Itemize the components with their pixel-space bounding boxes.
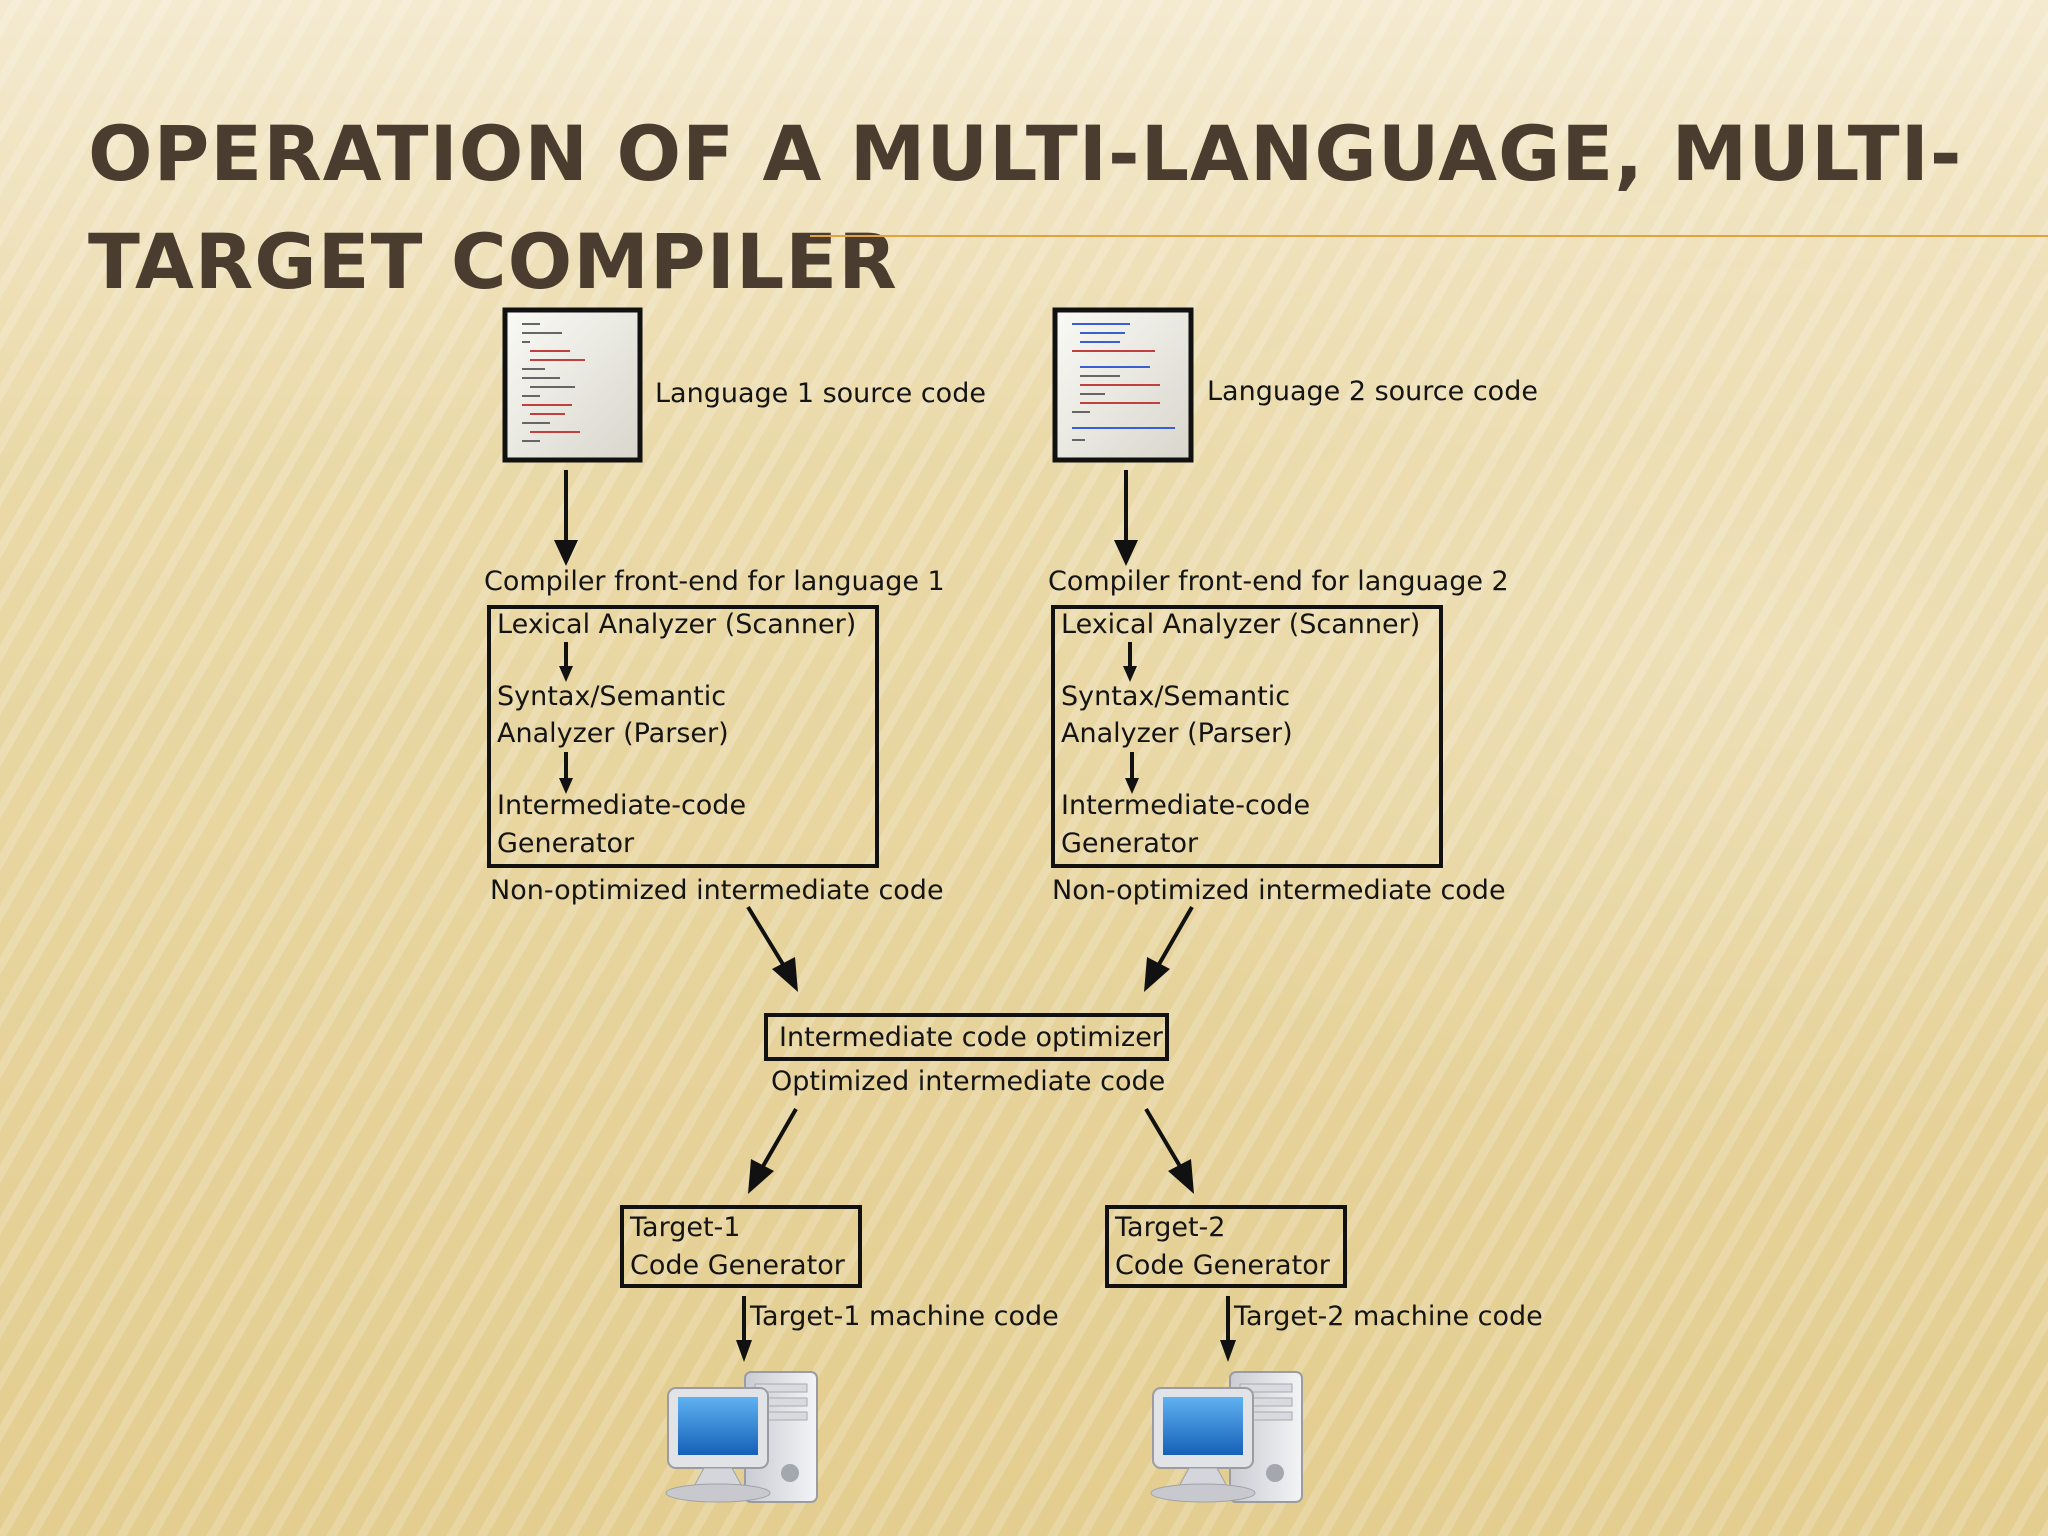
frontend2-label: Compiler front-end for language 2 <box>1048 566 1509 597</box>
optimizer-box: Intermediate code optimizer <box>764 1013 1169 1061</box>
arrowhead <box>559 778 573 794</box>
icg-label-line2: Generator <box>497 828 635 859</box>
arrowhead <box>1114 540 1138 566</box>
frontend2-box: Lexical Analyzer (Scanner) Syntax/Semant… <box>1051 605 1443 868</box>
source-code-document-icon <box>502 307 643 463</box>
target1-machine-code-label: Target-1 machine code <box>749 1301 1059 1332</box>
arrowhead <box>554 540 578 566</box>
arrow-frontend2-to-optimizer <box>1156 906 1194 967</box>
syntax-analyzer-label-line2: Analyzer (Parser) <box>497 718 729 749</box>
arrow-frontend1-to-optimizer <box>746 905 786 968</box>
nonopt-code-label-1: Non-optimized intermediate code <box>490 875 944 906</box>
icg-label-line1: Intermediate-code <box>497 790 746 821</box>
arrow-optimizer-to-target1 <box>760 1108 798 1169</box>
syntax-analyzer-label-line1: Syntax/Semantic <box>497 681 726 712</box>
arrow-optimizer-to-target2 <box>1144 1107 1183 1170</box>
source-code-document-icon <box>1052 307 1194 463</box>
frontend1-label: Compiler front-end for language 1 <box>484 566 945 597</box>
desktop-computer-icon <box>1150 1371 1303 1503</box>
optimizer-label: Intermediate code optimizer <box>779 1022 1164 1053</box>
lexical-analyzer-label: Lexical Analyzer (Scanner) <box>497 609 856 640</box>
icg-label-line1: Intermediate-code <box>1061 790 1310 821</box>
nonopt-code-label-2: Non-optimized intermediate code <box>1052 875 1506 906</box>
arrowhead <box>1123 666 1137 682</box>
target1-label-line1: Target-1 <box>629 1212 740 1243</box>
arrowhead <box>1125 778 1139 794</box>
optimized-code-label: Optimized intermediate code <box>771 1066 1165 1097</box>
lexical-analyzer-label: Lexical Analyzer (Scanner) <box>1061 609 1420 640</box>
arrowhead <box>748 1159 774 1194</box>
target2-box: Target-2 Code Generator <box>1105 1205 1347 1288</box>
frontend1-box: Lexical Analyzer (Scanner) Syntax/Semant… <box>487 605 879 868</box>
arrowhead <box>1220 1340 1236 1362</box>
syntax-analyzer-label-line2: Analyzer (Parser) <box>1061 718 1293 749</box>
arrowhead <box>559 666 573 682</box>
lang1-source-label: Language 1 source code <box>655 378 986 409</box>
arrowhead <box>772 957 798 992</box>
target1-box: Target-1 Code Generator <box>620 1205 862 1288</box>
target2-label-line1: Target-2 <box>1114 1212 1225 1243</box>
target2-machine-code-label: Target-2 machine code <box>1233 1301 1543 1332</box>
icg-label-line2: Generator <box>1061 828 1199 859</box>
arrowhead <box>1168 1159 1194 1194</box>
arrowhead <box>1144 957 1170 992</box>
syntax-analyzer-label-line1: Syntax/Semantic <box>1061 681 1290 712</box>
target1-label-line2: Code Generator <box>630 1250 846 1281</box>
lang2-source-label: Language 2 source code <box>1207 376 1538 407</box>
arrowhead <box>736 1340 752 1362</box>
desktop-computer-icon <box>665 1371 818 1503</box>
title-rule <box>810 235 2048 237</box>
target2-label-line2: Code Generator <box>1115 1250 1331 1281</box>
slide-title: Operation of a Multi-Language, Multi-Tar… <box>88 109 1963 306</box>
